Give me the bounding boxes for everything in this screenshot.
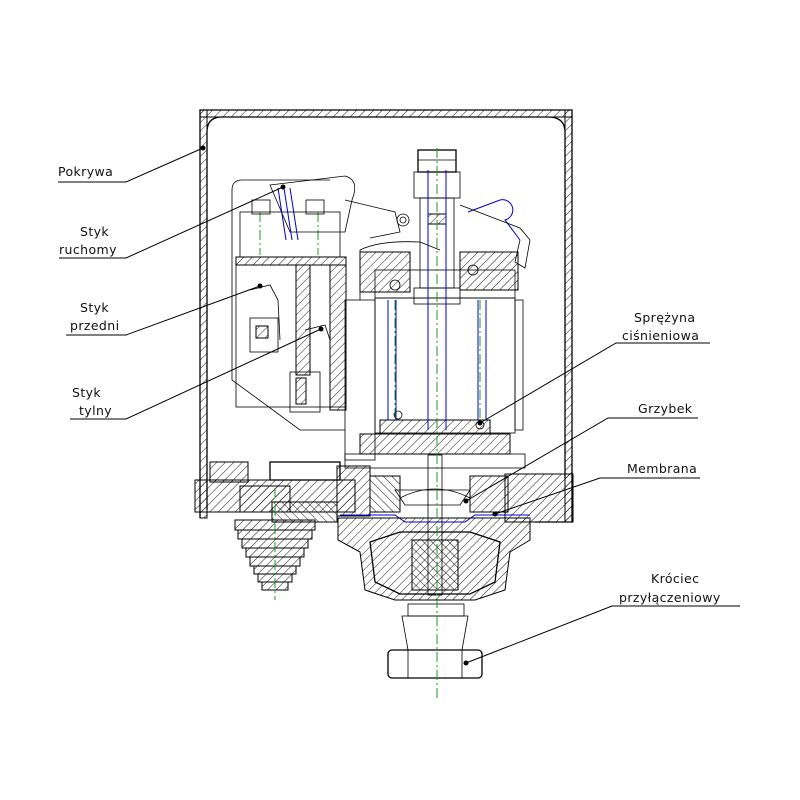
svg-text:Styk: Styk [72,385,101,400]
label-styk-ruchomy: Styk ruchomy [59,184,286,259]
label-sprezyna-cisnieniowa: Sprężyna ciśnieniowa [477,310,710,426]
svg-text:Grzybek: Grzybek [638,401,693,416]
label-styk-przedni: Styk przedni [66,283,263,336]
svg-text:Styk: Styk [80,300,109,315]
central-body [344,213,526,469]
svg-text:Króciec: Króciec [651,571,699,586]
svg-text:Pokrywa: Pokrywa [58,164,113,179]
label-styk-tylny: Styk tylny [70,326,324,420]
label-pokrywa: Pokrywa [58,145,206,183]
label-grzybek: Grzybek [463,401,698,504]
mushroom-valve [399,488,471,499]
cover-housing [199,109,573,523]
connection-nipple [387,603,483,679]
label-krociec-przylaczeniowy: Króciec przyłączeniowy [463,571,740,666]
svg-text:Sprężyna: Sprężyna [634,310,695,325]
toggle-spring [459,199,531,269]
cable-gland [234,488,316,600]
svg-text:Styk: Styk [80,224,109,239]
svg-text:ruchomy: ruchomy [59,242,117,257]
diaphragm-housing [336,454,531,601]
contact-block [231,175,401,431]
svg-text:przedni: przedni [70,318,119,333]
svg-text:Membrana: Membrana [627,461,697,476]
base-plate [194,461,574,523]
pressure-spring [387,300,487,420]
svg-text:ciśnieniowa: ciśnieniowa [622,328,699,343]
svg-text:przyłączeniowy: przyłączeniowy [619,590,721,605]
label-membrana: Membrana [492,461,700,517]
svg-text:tylny: tylny [79,403,112,418]
